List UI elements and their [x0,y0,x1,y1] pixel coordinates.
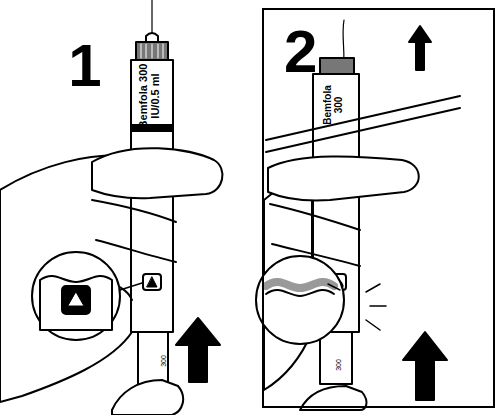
push-arrow [176,318,220,382]
thumb [112,380,183,415]
panel-box: 2 [262,8,495,408]
small-arrow [409,26,431,70]
magnifier [256,256,344,344]
step-number: 2 [284,22,317,82]
index-finger [268,156,419,200]
pen-cap [136,42,168,60]
magnifier [32,252,120,340]
leader-line [328,284,340,290]
cap-ribs [141,44,163,58]
dose-scale: 300 [160,344,170,378]
needle [151,0,152,34]
step-number: 1 [60,36,110,96]
needle-hub [146,33,158,42]
magnified-marker-box [62,286,90,314]
dose-knob [320,332,352,384]
surface-line [266,96,460,140]
dose-scale: 300 [335,348,345,382]
curled-fingers [270,204,360,266]
magnified-window [40,276,112,330]
dose-marker [147,277,157,287]
pen-cap [320,58,354,74]
surface-line [266,108,460,152]
leader-line [120,283,142,290]
magnified-window [266,282,334,288]
pen-label: Bemfola 300 IU/0.5 ml [138,61,166,131]
magnified-marker [68,292,84,306]
pen-label: Bemfola 300 [323,80,349,130]
index-finger [92,148,222,198]
push-arrow [403,332,447,400]
magnified-window-edge [266,290,334,296]
dose-window [143,274,161,290]
